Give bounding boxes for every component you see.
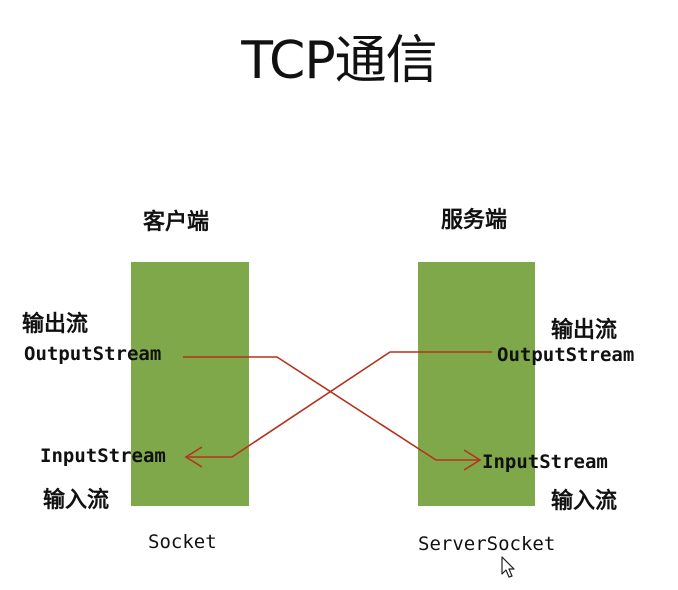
client-output-stream-cn: 输出流 (22, 311, 89, 337)
server-socket-box (418, 262, 535, 506)
client-input-stream-en: InputStream (40, 445, 166, 467)
client-heading: 客户端 (143, 209, 210, 235)
client-input-stream-cn: 输入流 (43, 487, 110, 513)
client-socket-label: Socket (148, 531, 217, 553)
server-input-stream-cn: 输入流 (551, 488, 618, 514)
server-input-stream-en: InputStream (482, 451, 608, 473)
server-heading: 服务端 (441, 207, 508, 233)
client-output-stream-en: OutputStream (24, 343, 162, 365)
client-socket-box (131, 262, 249, 506)
page-title: TCP通信 (241, 31, 437, 91)
server-socket-label: ServerSocket (418, 533, 556, 555)
server-to-client-arrowhead (184, 446, 203, 468)
client-to-server-arrow (183, 356, 480, 461)
server-to-client-arrow (187, 351, 492, 458)
mouse-pointer-icon (501, 556, 515, 578)
server-output-stream-en: OutputStream (497, 344, 635, 366)
server-output-stream-cn: 输出流 (551, 317, 618, 343)
client-to-server-arrowhead (463, 449, 482, 471)
